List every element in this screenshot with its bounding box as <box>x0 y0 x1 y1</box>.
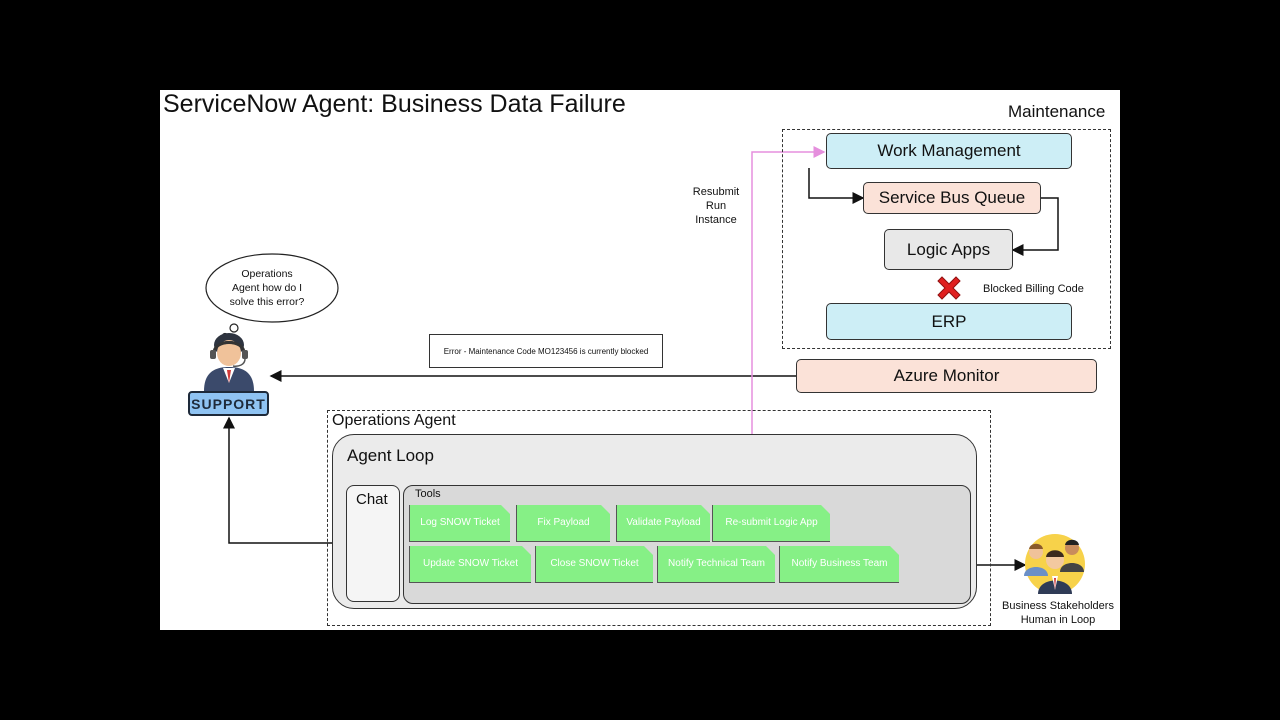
maintenance-label: Maintenance <box>1008 102 1106 121</box>
resubmit-line-1: Resubmit <box>692 186 740 198</box>
thought-bubble-icon <box>200 248 346 340</box>
tool-notify-technical-team: Notify Technical Team <box>657 546 775 583</box>
thought-line-3: solve this error? <box>229 296 305 308</box>
tool-close-snow-ticket: Close SNOW Ticket <box>535 546 653 583</box>
error-message-box: Error - Maintenance Code MO123456 is cur… <box>429 334 663 368</box>
azure-monitor-box: Azure Monitor <box>796 359 1097 393</box>
blocked-x-icon <box>934 273 964 303</box>
thought-bubble-text: Operations Agent how do I solve this err… <box>222 267 312 309</box>
tool-log-snow-ticket: Log SNOW Ticket <box>409 505 510 542</box>
service-bus-queue-box: Service Bus Queue <box>863 182 1041 214</box>
operations-agent-label: Operations Agent <box>332 412 456 429</box>
chat-panel <box>346 485 400 602</box>
tool-update-snow-ticket: Update SNOW Ticket <box>409 546 531 583</box>
thought-line-1: Operations <box>241 268 293 280</box>
support-agent-icon <box>196 333 262 391</box>
operations-agent-group <box>327 410 991 626</box>
maintenance-group <box>782 129 1111 349</box>
tool-notify-business-team: Notify Business Team <box>779 546 899 583</box>
tool-resubmit-logic-app: Re-submit Logic App <box>712 505 830 542</box>
tools-label: Tools <box>415 488 441 500</box>
thought-line-2: Agent how do I <box>231 282 303 294</box>
work-management-box: Work Management <box>826 133 1072 169</box>
stakeholders-icon <box>1022 532 1088 596</box>
stakeholders-label: Business Stakeholders Human in Loop <box>992 599 1120 627</box>
agent-loop-label: Agent Loop <box>347 446 434 465</box>
resubmit-line-3: Instance <box>695 214 737 226</box>
logic-apps-box: Logic Apps <box>884 229 1013 270</box>
blocked-billing-code-label: Blocked Billing Code <box>983 283 1084 295</box>
tool-fix-payload: Fix Payload <box>516 505 610 542</box>
resubmit-label: Resubmit Run Instance <box>682 185 750 227</box>
support-badge: SUPPORT <box>188 391 269 416</box>
tool-validate-payload: Validate Payload <box>616 505 710 542</box>
erp-box: ERP <box>826 303 1072 340</box>
tools-panel <box>403 485 971 604</box>
stakeholders-line-2: Human in Loop <box>1020 614 1096 626</box>
page-title: ServiceNow Agent: Business Data Failure <box>163 90 626 118</box>
resubmit-line-2: Run <box>705 200 727 212</box>
slide: ServiceNow Agent: Business Data Failure … <box>160 90 1120 630</box>
stakeholders-line-1: Business Stakeholders <box>1002 600 1114 612</box>
chat-label: Chat <box>356 491 388 508</box>
